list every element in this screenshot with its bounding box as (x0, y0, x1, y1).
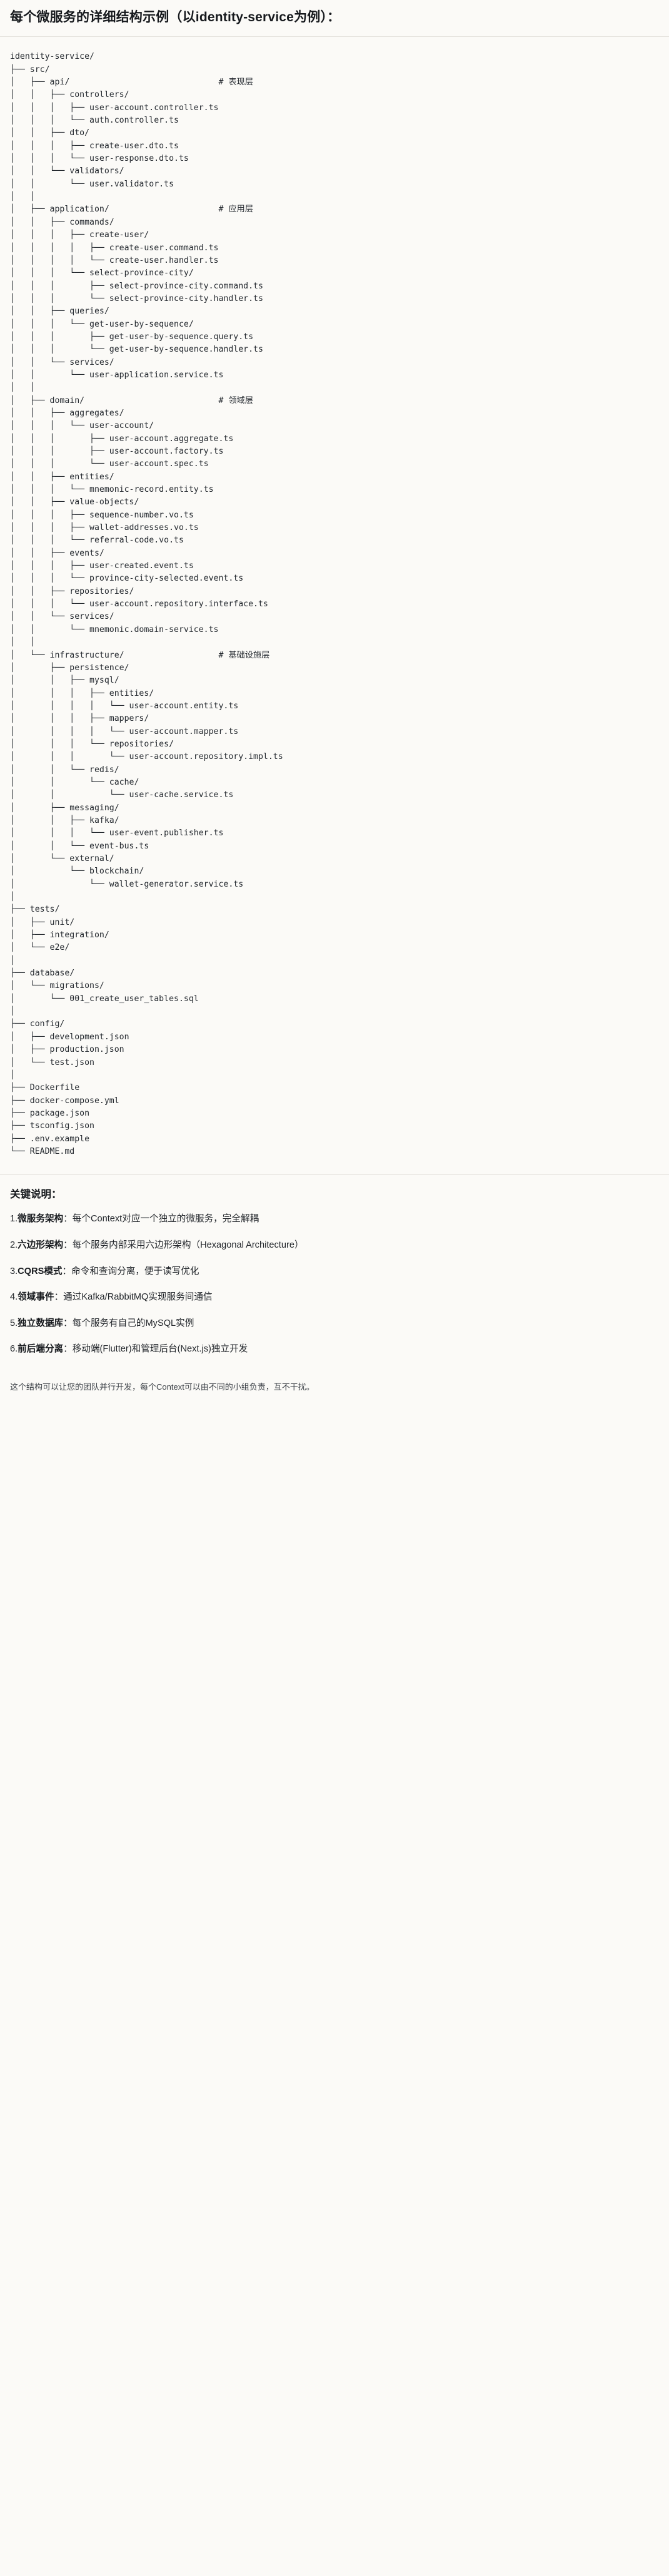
list-item: 5.独立数据库：每个服务有自己的MySQL实例 (10, 1316, 659, 1331)
list-item-term: 独立数据库 (18, 1318, 64, 1328)
key-notes-list: 1.微服务架构：每个Context对应一个独立的微服务，完全解耦 2.六边形架构… (10, 1212, 659, 1357)
list-item-number: 1. (10, 1214, 18, 1224)
list-item-number: 3. (10, 1266, 18, 1276)
key-notes-title: 关键说明： (10, 1189, 62, 1201)
list-item-term: 微服务架构 (18, 1214, 64, 1224)
list-item-number: 4. (10, 1292, 18, 1303)
list-item-term: 六边形架构 (18, 1240, 64, 1250)
list-item: 2.六边形架构：每个服务内部采用六边形架构（Hexagonal Architec… (10, 1238, 659, 1253)
list-item: 3.CQRS模式：命令和查询分离，便于读写优化 (10, 1265, 659, 1279)
list-item-desc: ：每个服务内部采用六边形架构（Hexagonal Architecture） (63, 1240, 304, 1250)
document-page: 每个微服务的详细结构示例（以identity-service为例）： ident… (0, 0, 669, 1405)
document-header: 每个微服务的详细结构示例（以identity-service为例）： (0, 0, 669, 38)
directory-tree: identity-service/ ├── src/ │ ├── api/ # … (10, 52, 283, 1156)
list-item-term: 领域事件 (18, 1292, 54, 1303)
list-item-term: CQRS模式 (18, 1266, 63, 1276)
page-title: 每个微服务的详细结构示例（以identity-service为例）： (10, 10, 341, 24)
list-item: 1.微服务架构：每个Context对应一个独立的微服务，完全解耦 (10, 1212, 659, 1226)
list-item-number: 2. (10, 1240, 18, 1250)
key-notes-block: 关键说明： 1.微服务架构：每个Context对应一个独立的微服务，完全解耦 2… (0, 1175, 669, 1375)
list-item-desc: ：每个Context对应一个独立的微服务，完全解耦 (63, 1214, 259, 1224)
list-item-term: 前后端分离 (18, 1344, 64, 1355)
footer-note-text: 这个结构可以让您的团队并行开发，每个Context可以由不同的小组负责，互不干扰… (10, 1382, 314, 1392)
list-item-desc: ：命令和查询分离，便于读写优化 (62, 1266, 199, 1276)
list-item-number: 5. (10, 1318, 18, 1328)
list-item-desc: ：通过Kafka/RabbitMQ实现服务间通信 (54, 1292, 213, 1303)
list-item-number: 6. (10, 1344, 18, 1355)
list-item: 6.前后端分离：移动端(Flutter)和管理后台(Next.js)独立开发 (10, 1342, 659, 1357)
list-item-desc: ：每个服务有自己的MySQL实例 (63, 1318, 194, 1328)
list-item: 4.领域事件：通过Kafka/RabbitMQ实现服务间通信 (10, 1290, 659, 1305)
footer-note: 这个结构可以让您的团队并行开发，每个Context可以由不同的小组负责，互不干扰… (0, 1375, 669, 1405)
list-item-desc: ：移动端(Flutter)和管理后台(Next.js)独立开发 (63, 1344, 248, 1355)
directory-tree-block: identity-service/ ├── src/ │ ├── api/ # … (0, 37, 669, 1176)
